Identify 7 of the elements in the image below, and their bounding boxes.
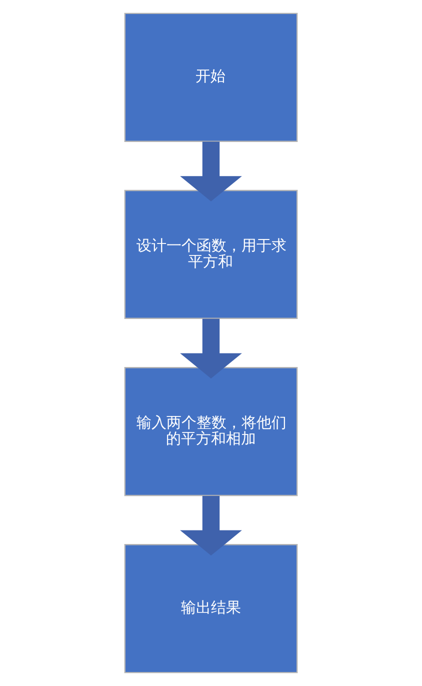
arrow (180, 142, 242, 202)
arrow (180, 496, 242, 556)
node-box: 输出结果 (124, 544, 298, 674)
arrow (180, 318, 242, 378)
node-box: 设计一个函数，用于求平方和 (124, 190, 298, 320)
node-box: 开始 (124, 12, 298, 142)
node-box: 输入两个整数，将他们的平方和相加 (124, 366, 298, 496)
